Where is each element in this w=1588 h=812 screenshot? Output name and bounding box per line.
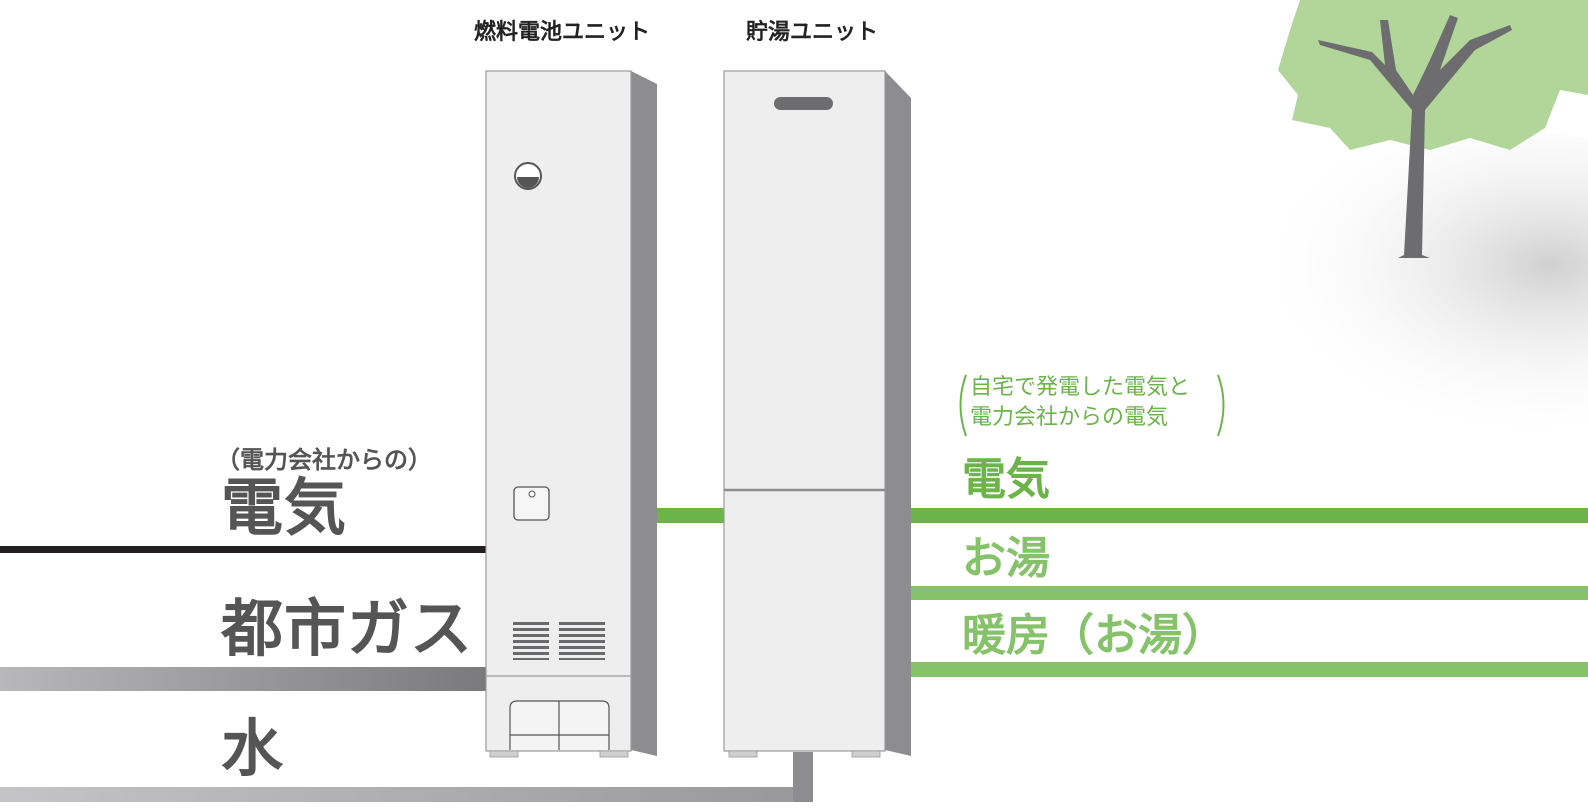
heating-output-label: 暖房（お湯）: [962, 610, 1226, 661]
electricity-note-line2: 電力会社からの電気: [970, 405, 1169, 430]
water-input-label: 水: [221, 712, 285, 785]
storage-handle: [774, 97, 833, 110]
vent-grille: [513, 622, 605, 660]
gas-input-line: [0, 667, 487, 691]
note-bracket-left: [959, 374, 967, 437]
gas-input-label: 都市ガス: [221, 592, 474, 665]
service-panel: [513, 486, 550, 521]
electricity-note-line1: 自宅で発電した電気と: [970, 375, 1191, 400]
electricity-output-label: 電気: [962, 454, 1050, 505]
tree-icon: [1278, 0, 1588, 258]
hot-water-output-line: [910, 586, 1588, 600]
note-bracket-right: [1217, 374, 1225, 437]
electricity-note: 自宅で発電した電気と 電力会社からの電気: [970, 373, 1190, 433]
tree-shadow: [1250, 130, 1588, 430]
fuel-cell-unit-title: 燃料電池ユニット: [474, 20, 651, 45]
storage-unit-title: 貯湯ユニット: [746, 20, 879, 45]
electricity-input-label: 電気: [221, 471, 348, 544]
hot-water-output-label: お湯: [962, 533, 1050, 584]
water-input-line: [0, 787, 813, 802]
storage-unit: [723, 70, 911, 758]
electricity-input-sublabel: （電力会社からの）: [216, 446, 432, 474]
electricity-output-line: [910, 508, 1588, 523]
fuel-cell-unit: [485, 70, 657, 758]
electricity-input-line: [0, 546, 487, 553]
heating-output-line: [910, 662, 1588, 677]
unit-connector-line: [655, 508, 727, 523]
water-riser-pipe: [793, 752, 813, 802]
